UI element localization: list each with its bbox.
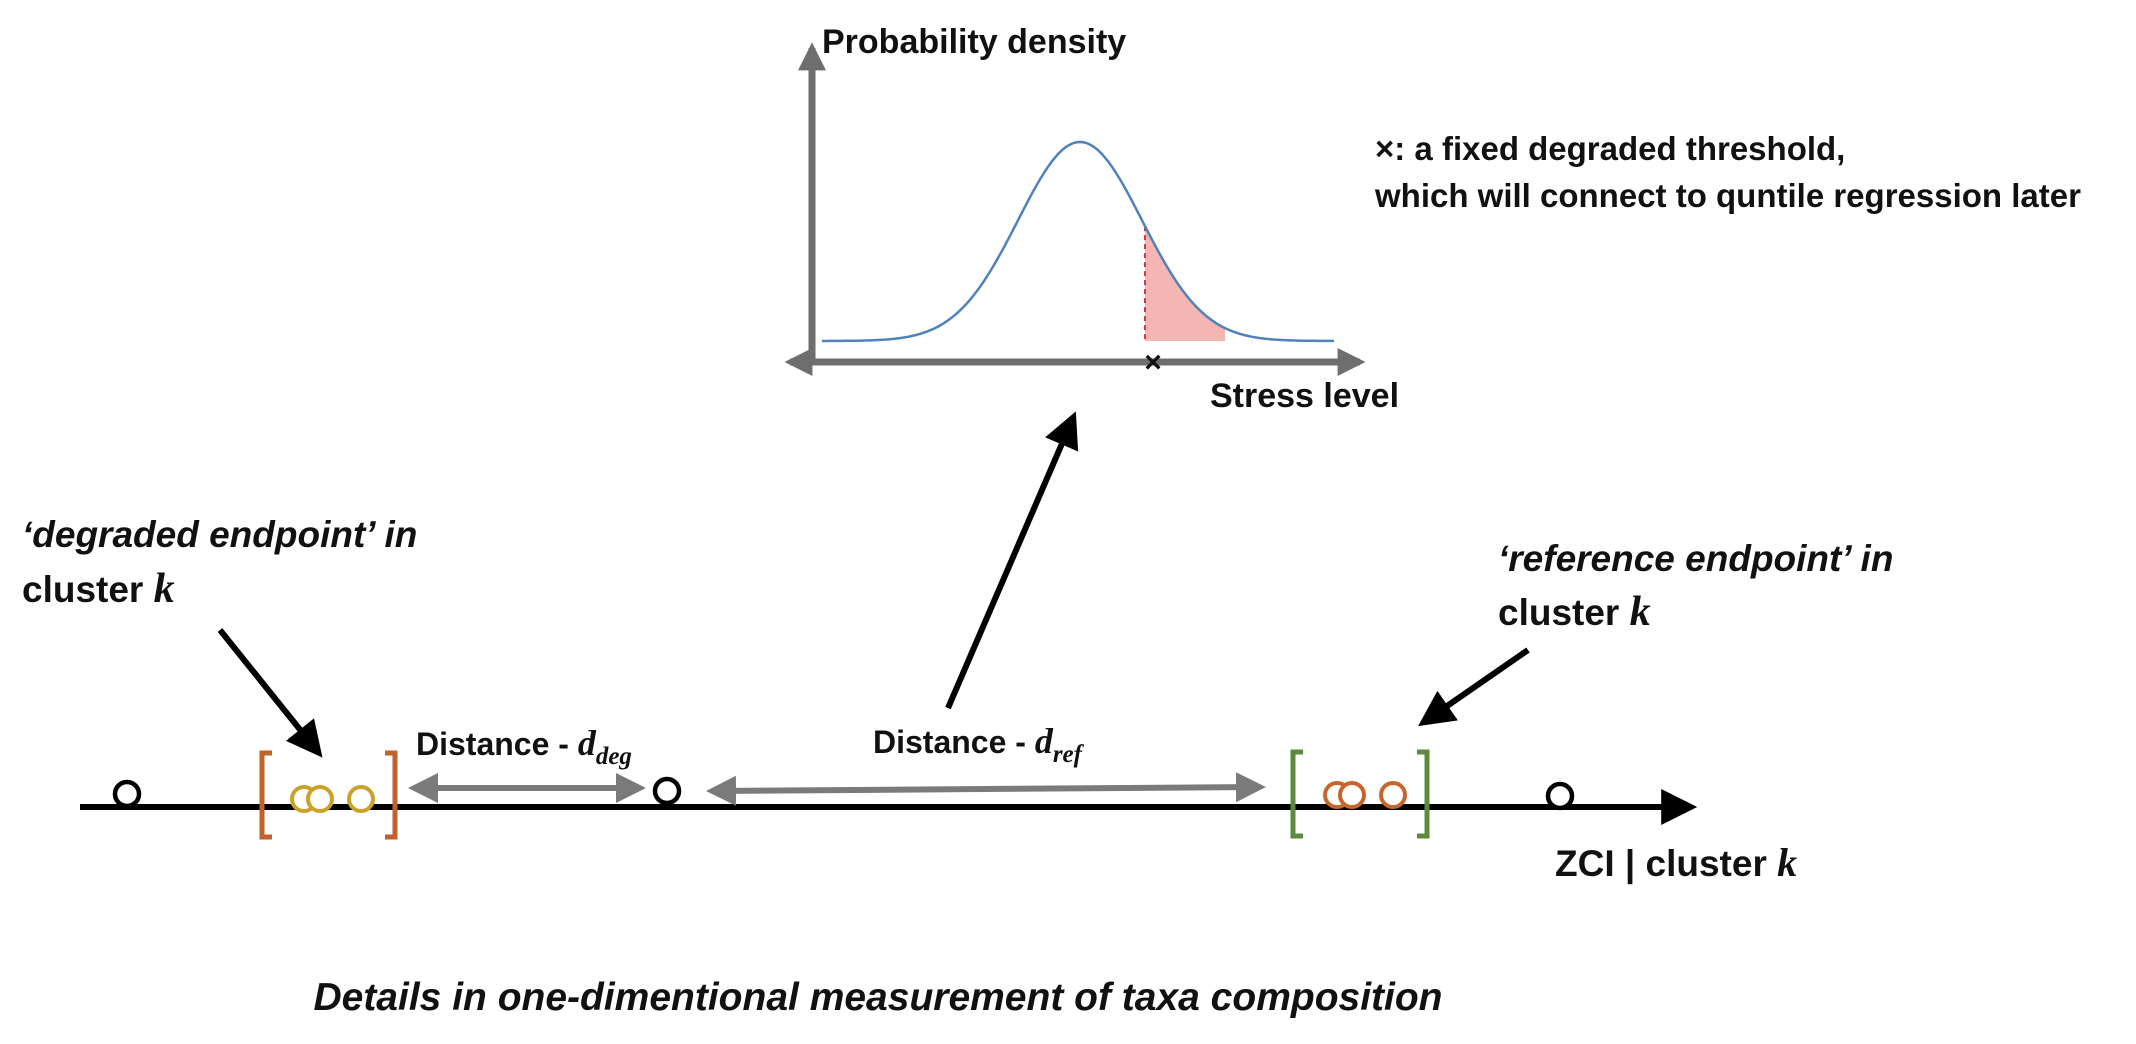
- reference-sample: [1338, 781, 1366, 809]
- density-x-label: Stress level: [1210, 377, 1399, 415]
- degraded-pointer-arrow: [217, 628, 323, 758]
- figure-caption: Details in one-dimentional measurement o…: [313, 976, 1442, 1019]
- sample-point: [112, 779, 142, 809]
- degraded-label-line1: ‘degraded endpoint’ in: [22, 514, 417, 555]
- degraded-label-line2: cluster k: [22, 566, 175, 612]
- distance-deg-label: Distance - ddeg: [416, 723, 632, 770]
- threshold-tail-area: [1145, 226, 1225, 341]
- degraded-bracket-left: [259, 750, 272, 840]
- distance-ref-label: Distance - dref: [873, 721, 1085, 768]
- degraded-bracket-right: [385, 750, 398, 840]
- reference-label-line2: cluster k: [1498, 589, 1651, 635]
- zci-axis-label: ZCI | cluster k: [1555, 840, 1797, 885]
- distance-ref-arrow: [706, 772, 1266, 806]
- reference-bracket-left: [1290, 749, 1303, 839]
- reference-endpoint-group: [1290, 749, 1430, 839]
- density-curve: [822, 140, 1335, 343]
- degraded-sample: [306, 785, 334, 813]
- sample-point: [1545, 781, 1575, 811]
- degraded-endpoint-group: [259, 750, 398, 840]
- reference-label-line1: ‘reference endpoint’ in: [1498, 538, 1893, 579]
- degraded-sample: [347, 785, 375, 813]
- threshold-note-line2: which will connect to quntile regression…: [1374, 177, 2081, 214]
- threshold-marker: ×: [1144, 346, 1162, 379]
- density-plot: × Probability density Stress level ×: a …: [784, 23, 2081, 415]
- reference-bracket-right: [1417, 749, 1430, 839]
- density-y-label: Probability density: [822, 23, 1126, 61]
- zci-axis: ZCI | cluster k: [80, 789, 1797, 885]
- reference-pointer-arrow: [1418, 647, 1530, 727]
- sample-point: [652, 776, 682, 806]
- reference-sample: [1379, 781, 1407, 809]
- threshold-note-line1: ×: a fixed degraded threshold,: [1375, 130, 1845, 167]
- link-arrow-to-plot: [945, 411, 1079, 710]
